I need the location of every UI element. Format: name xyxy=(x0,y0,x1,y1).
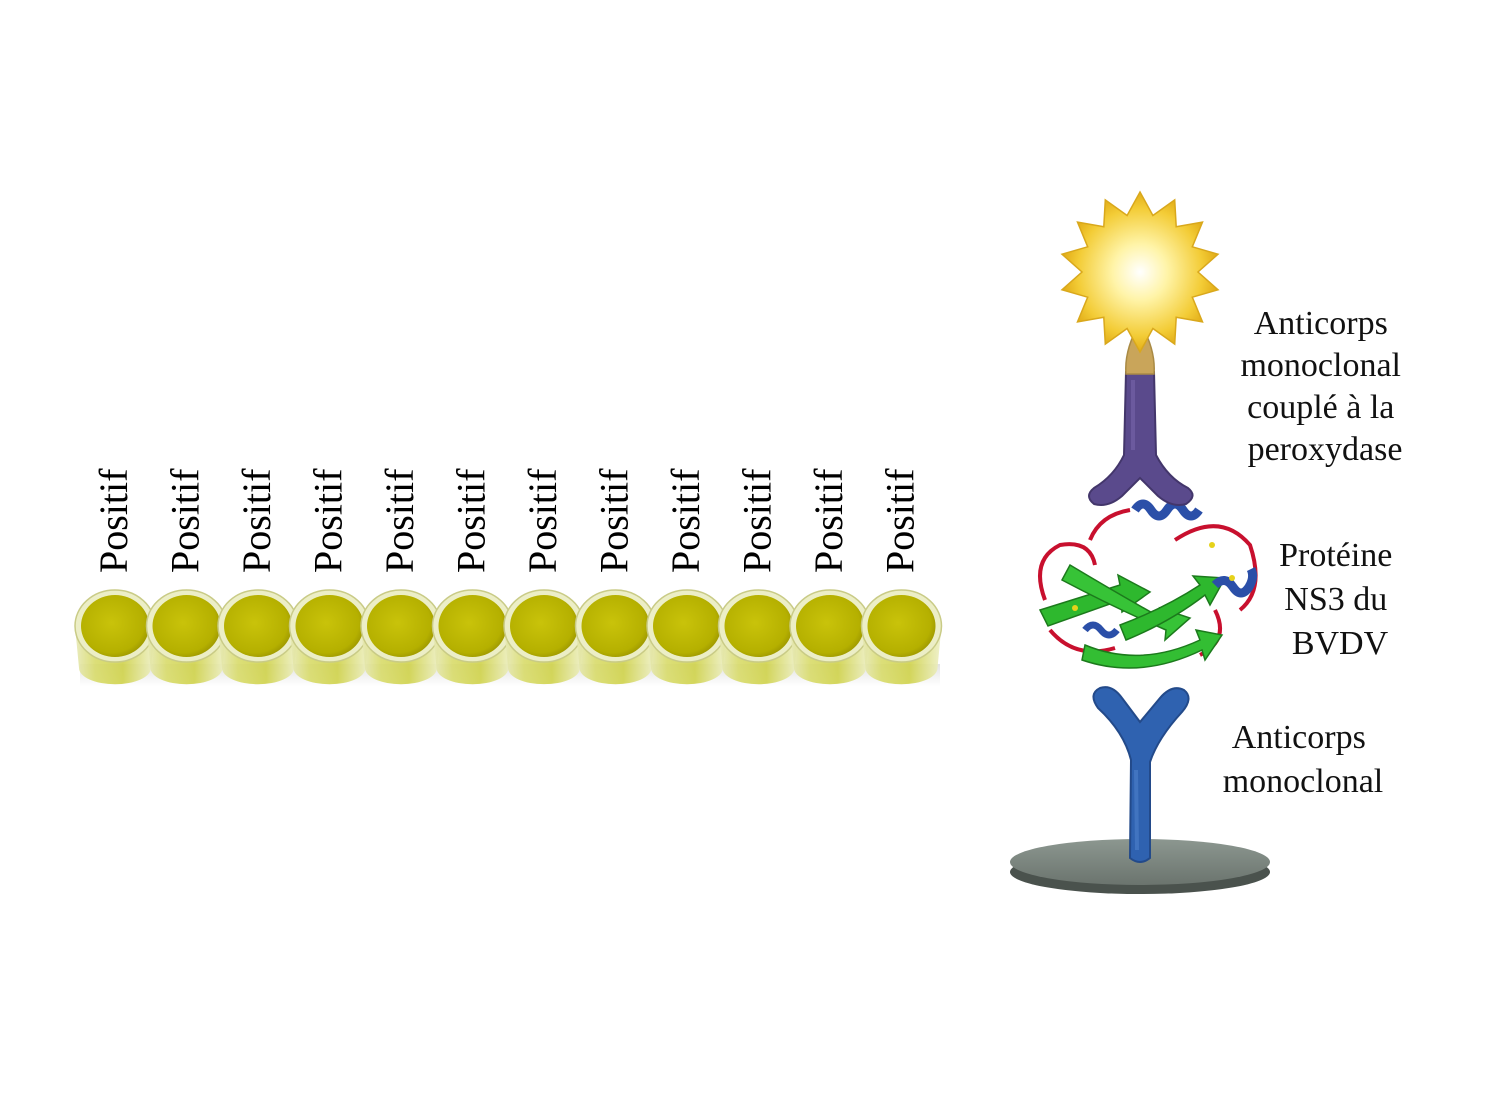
well-label: Positif xyxy=(663,468,708,573)
microplate-strip: Positif Positif Positif Positif Positif Posit… xyxy=(74,468,943,686)
ns3-protein-icon xyxy=(1038,499,1258,669)
well-label: Positif xyxy=(878,468,923,573)
caption-capture-line: monoclonal xyxy=(1223,763,1384,800)
well-liquid xyxy=(653,595,721,657)
well: Positif xyxy=(217,468,299,685)
caption-capture-line: Anticorps xyxy=(1232,719,1366,756)
caption-conjugate: Anticorps monoclonal couplé à la peroxyd… xyxy=(1240,305,1409,468)
well-label: Positif xyxy=(592,468,637,573)
well: Positif xyxy=(431,468,514,685)
well-liquid xyxy=(295,595,364,657)
well: Positif xyxy=(789,468,871,685)
well-liquid xyxy=(867,595,936,657)
well: Positif xyxy=(503,468,585,685)
well: Positif xyxy=(717,468,800,685)
well-label: Positif xyxy=(377,468,422,573)
peroxidase-enzyme-icon xyxy=(1060,190,1220,354)
well-liquid xyxy=(724,595,793,657)
well-liquid xyxy=(367,595,435,657)
well-liquid xyxy=(581,595,650,657)
well-label: Positif xyxy=(735,468,780,573)
caption-conjugate-line: couplé à la xyxy=(1247,389,1394,426)
well: Positif xyxy=(360,468,442,685)
well: Positif xyxy=(646,468,728,685)
well-label: Positif xyxy=(234,468,279,573)
well-liquid xyxy=(152,595,221,657)
well-liquid xyxy=(510,595,578,657)
caption-conjugate-line: monoclonal xyxy=(1240,347,1401,384)
caption-antigen-line: NS3 du xyxy=(1284,581,1387,618)
well: Positif xyxy=(574,468,657,685)
well-label: Positif xyxy=(806,468,851,573)
capture-antibody-icon xyxy=(1092,686,1190,863)
well-label: Positif xyxy=(449,468,494,573)
caption-antigen: Protéine NS3 du BVDV xyxy=(1279,537,1401,662)
well: Positif xyxy=(145,468,228,685)
well-label: Positif xyxy=(91,468,136,573)
well-liquid xyxy=(81,595,149,657)
well-label: Positif xyxy=(306,468,351,573)
caption-antigen-line: Protéine xyxy=(1279,537,1392,574)
well-liquid xyxy=(438,595,507,657)
caption-antigen-line: BVDV xyxy=(1292,625,1389,662)
caption-conjugate-line: Anticorps xyxy=(1254,305,1388,342)
caption-capture: Anticorps monoclonal xyxy=(1223,719,1384,800)
well: Positif xyxy=(288,468,371,685)
well-label: Positif xyxy=(163,468,208,573)
well-label: Positif xyxy=(520,468,565,573)
well: Positif xyxy=(74,468,156,685)
well-liquid xyxy=(796,595,864,657)
well: Positif xyxy=(860,468,943,685)
caption-conjugate-line: peroxydase xyxy=(1248,431,1403,468)
well-liquid xyxy=(224,595,292,657)
